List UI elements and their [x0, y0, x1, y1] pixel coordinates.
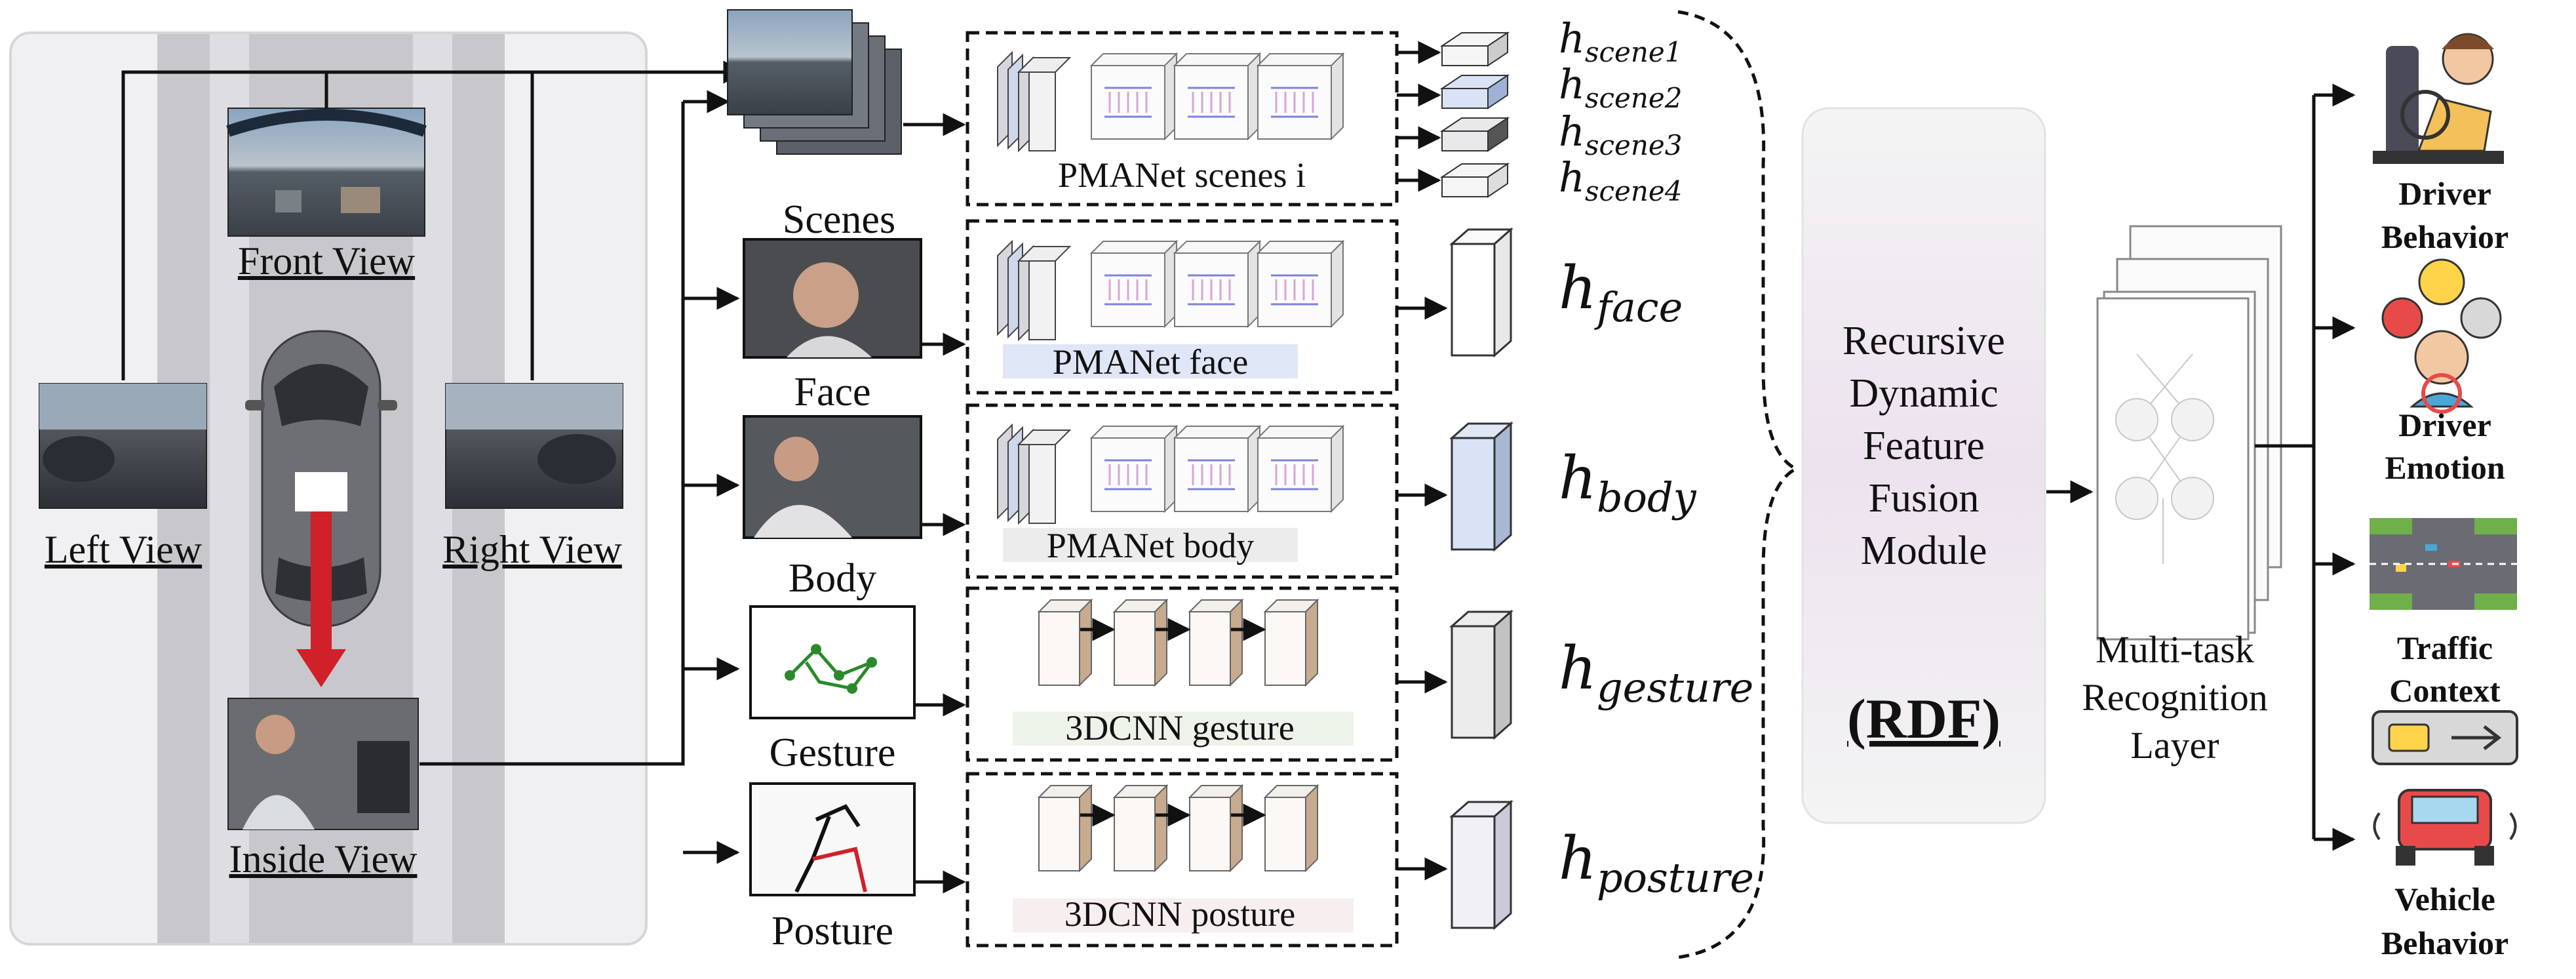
scenes-label: Scenes [783, 197, 895, 242]
face-image [743, 238, 922, 359]
mtl-line2: Recognition [2082, 676, 2268, 719]
pmanet-scenes-label: PMANet scenes i [1058, 155, 1306, 195]
inside-view-image [227, 698, 419, 830]
input-to-network-arrows [914, 332, 966, 894]
cnn-posture-box: 3DCNN posture [966, 772, 1399, 948]
body-label: Body [789, 556, 876, 601]
pmanet-scenes-box: PMANet scenes i [966, 31, 1399, 207]
view-connectors [121, 60, 747, 864]
svg-text:hface: hface [1559, 254, 1683, 331]
multitask-layer-stack [2096, 225, 2282, 641]
svg-text:hbody: hbody [1559, 444, 1697, 521]
front-view-image [226, 108, 427, 237]
cnn-posture-label: 3DCNN posture [1064, 894, 1295, 934]
rdf-module: Recursive Dynamic Feature Fusion Module … [1801, 107, 2046, 824]
svg-text:hscene2: hscene2 [1559, 60, 1683, 114]
rdf-line1: Recursive [1843, 319, 2005, 363]
feature-body [1449, 421, 1513, 552]
pmanet-face-label: PMANet face [1053, 342, 1248, 382]
svg-text:hscene1: hscene1 [1559, 14, 1683, 68]
feature-face [1449, 227, 1513, 358]
output-vehicle-behavior-1: Vehicle [2394, 881, 2495, 917]
cnn-gesture-label: 3DCNN gesture [1065, 708, 1294, 748]
output-traffic-context-2: Context [2389, 672, 2501, 709]
output-connectors [2255, 83, 2356, 851]
red-down-arrow [296, 511, 346, 687]
output-driver-emotion-1: Driver [2398, 407, 2491, 443]
rdf-line4: Fusion [1869, 476, 1980, 521]
rdf-line2: Dynamic [1849, 371, 1998, 416]
rdf-abbr: (RDF) [1847, 687, 2000, 750]
car-icon [245, 330, 397, 628]
rdf-line3: Feature [1863, 424, 1985, 468]
output-driver-behavior-1: Driver [2398, 175, 2491, 212]
output-traffic-context-1: Traffic [2397, 629, 2493, 666]
left-view-image [39, 383, 207, 509]
cnn-gesture-box: 3DCNN gesture [966, 586, 1399, 762]
output-driver-behavior-2: Behavior [2381, 218, 2508, 255]
posture-image [749, 782, 916, 896]
feature-posture [1449, 799, 1513, 930]
rdf-line5: Module [1861, 529, 1987, 573]
output-driver-emotion-2: Emotion [2385, 449, 2505, 486]
svg-text:hscene3: hscene3 [1559, 108, 1683, 161]
grouping-brace [1677, 10, 1800, 959]
left-view-label: Left View [45, 528, 203, 571]
driver-emotion-icon [2381, 258, 2502, 414]
pmanet-body-box: PMANet body [966, 403, 1399, 579]
pmanet-body-label: PMANet body [1047, 526, 1255, 565]
output-vehicle-behavior-2: Behavior [2381, 925, 2508, 961]
network-to-feature-arrows [1397, 41, 1448, 881]
posture-label: Posture [771, 909, 893, 953]
gesture-label: Gesture [770, 730, 896, 775]
right-view-label: Right View [442, 528, 622, 571]
traffic-context-icon [2370, 518, 2517, 610]
mtl-line3: Layer [2130, 724, 2219, 767]
face-label: Face [794, 370, 870, 414]
vehicle-behavior-icon [2371, 710, 2518, 866]
driver-behavior-icon [2373, 33, 2504, 164]
scene-feature-slabs [1439, 31, 1510, 198]
right-view-image [445, 383, 623, 509]
feature-labels: hscene1 hscene2 hscene3 hscene4 hface hb… [1559, 14, 1754, 902]
svg-text:hgesture: hgesture [1559, 634, 1753, 711]
scenes-image-stack [727, 9, 902, 155]
front-view-label: Front View [238, 239, 416, 283]
svg-text:hscene4: hscene4 [1559, 153, 1683, 207]
feature-gesture [1449, 609, 1513, 740]
svg-text:hposture: hposture [1559, 824, 1754, 902]
mtl-line1: Multi-task [2096, 628, 2254, 671]
gesture-image [749, 605, 916, 719]
body-image [743, 415, 922, 539]
pmanet-face-box: PMANet face [966, 219, 1399, 395]
inside-view-label: Inside View [229, 837, 418, 881]
